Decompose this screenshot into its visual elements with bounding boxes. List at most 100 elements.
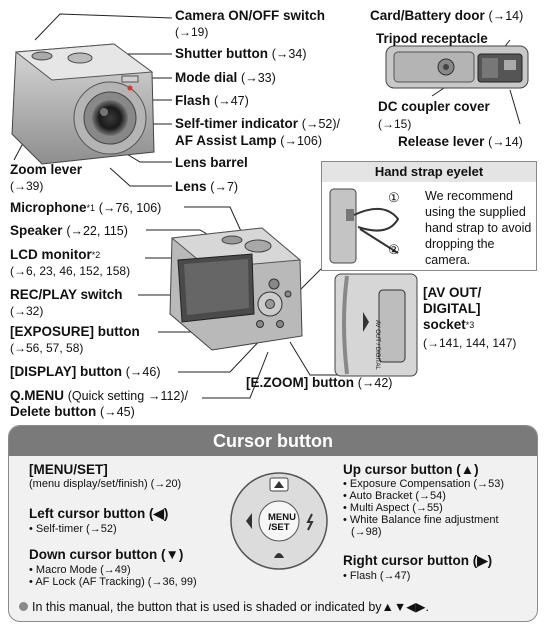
cursor-footnote: In this manual, the button that is used … [19, 599, 429, 614]
down-cursor-item-1: AF Lock (AF Tracking) (→36, 99) [35, 576, 197, 588]
qmenu-quick-setting: (Quick setting [67, 389, 145, 403]
av-out-socket-illustration: AV OUT / DIGITAL [333, 272, 419, 378]
card-battery-label: Card/Battery door [370, 8, 485, 23]
menu-set-button[interactable]: MENU /SET [268, 513, 296, 533]
dc-coupler-label: DC coupler cover [378, 99, 490, 114]
selftimer-label: Self-timer indicator [175, 116, 299, 131]
microphone-ref: (→76, 106) [98, 201, 162, 215]
speaker-label: Speaker [10, 223, 63, 238]
cursor-footnote-text: In this manual, the button that is used … [32, 600, 429, 614]
selftimer-ref: (→52)/ [301, 117, 340, 131]
delete-label: Delete button [10, 404, 97, 419]
release-lever-label: Release lever [398, 134, 485, 149]
dc-coupler-ref: (→15) [378, 117, 412, 131]
label-tripod: Tripod receptacle [376, 31, 488, 47]
label-qmenu: Q.MENU (Quick setting →112)/ [10, 388, 188, 404]
camera-bottom-illustration [384, 40, 532, 94]
label-camera-onoff: Camera ON/OFF switch [175, 8, 325, 24]
up-cursor-title: Up cursor button (▲) [343, 462, 479, 477]
hand-strap-box: Hand strap eyelet ① ② We recommend using… [321, 161, 537, 271]
strap-step-1: ① [388, 190, 400, 205]
menuset-sub: (menu display/set/finish) (→20) [29, 478, 182, 490]
display-label: [DISPLAY] button [10, 364, 122, 379]
label-lens-barrel: Lens barrel [175, 155, 248, 171]
qmenu-label: Q.MENU [10, 388, 64, 403]
right-cursor-title: Right cursor button (▶) [343, 553, 493, 568]
lcd-ref: (→6, 23, 46, 152, 158) [10, 264, 131, 278]
up-cursor-item: • White Balance fine adjustment [343, 514, 499, 526]
lcd-note: *2 [91, 250, 101, 260]
av-out-note: *3 [465, 320, 475, 330]
tripod-label: Tripod receptacle [376, 31, 488, 46]
label-speaker: Speaker (→22, 115) [10, 223, 128, 239]
exposure-label: [EXPOSURE] button [10, 324, 140, 339]
zoom-lever-label: Zoom lever [10, 162, 83, 177]
release-lever-ref: (→14) [488, 135, 523, 149]
camera-front-illustration [2, 30, 172, 170]
camera-onoff-label: Camera ON/OFF switch [175, 8, 326, 23]
up-cursor-item-1: Auto Bracket (→54) [349, 490, 446, 502]
lens-barrel-label: Lens barrel [175, 155, 248, 170]
cursor-panel-title: Cursor button [9, 426, 537, 456]
cursor-dial-illustration [230, 472, 328, 570]
ezoom-ref: (→42) [357, 376, 393, 390]
lens-ref: (→7) [210, 180, 239, 194]
av-out-line2: DIGITAL] [423, 301, 481, 316]
label-lcd: LCD monitor*2 [10, 247, 100, 263]
menu-set-label-2: /SET [268, 522, 290, 533]
mode-dial-label: Mode dial [175, 70, 238, 85]
down-cursor-title: Down cursor button (▼) [29, 547, 184, 562]
af-assist-label: AF Assist Lamp [175, 133, 277, 148]
label-av-out-socket: socket*3 [423, 317, 474, 333]
av-out-port-text: AV OUT / DIGITAL [374, 320, 380, 370]
lcd-label: LCD monitor [10, 247, 92, 262]
label-zoom-lever: Zoom lever [10, 162, 82, 178]
label-delete: Delete button (→45) [10, 404, 135, 420]
down-cursor-item: • AF Lock (AF Tracking) (→36, 99) [29, 576, 197, 588]
display-ref: (→46) [125, 365, 161, 379]
av-out-line3: socket [423, 317, 466, 332]
up-cursor-item: • Exposure Compensation (→53) [343, 478, 504, 490]
right-cursor-item: • Flash (→47) [343, 570, 411, 582]
label-flash: Flash (→47) [175, 93, 249, 109]
speaker-ref: (→22, 115) [66, 224, 128, 238]
label-ezoom: [E.ZOOM] button (→42) [246, 375, 392, 391]
card-battery-ref: (→14) [488, 9, 524, 23]
label-lens: Lens (→7) [175, 179, 238, 195]
av-out-ref: (→141, 144, 147) [423, 336, 517, 350]
label-af-assist: AF Assist Lamp (→106) [175, 133, 322, 149]
camera-onoff-ref: (→19) [175, 25, 209, 39]
shutter-ref: (→34) [271, 47, 307, 61]
down-cursor-item: • Macro Mode (→49) [29, 564, 131, 576]
label-card-battery: Card/Battery door (→14) [370, 8, 523, 24]
cursor-button-panel: Cursor button MENU /SET [MENU/SET] (menu… [8, 425, 538, 622]
label-selftimer: Self-timer indicator (→52)/ [175, 116, 340, 132]
af-assist-ref: (→106) [280, 134, 322, 148]
up-cursor-item-0: Exposure Compensation (→53) [349, 478, 504, 490]
up-cursor-item: • Multi Aspect (→55) [343, 502, 443, 514]
delete-ref: (→45) [100, 405, 135, 419]
menuset-title: [MENU/SET] [29, 462, 108, 477]
up-cursor-item-3: White Balance fine adjustment [349, 514, 499, 526]
hand-strap-title: Hand strap eyelet [322, 162, 536, 182]
recplay-ref: (→32) [10, 304, 44, 318]
ezoom-label: [E.ZOOM] button [246, 375, 354, 390]
label-release-lever: Release lever (→14) [398, 134, 523, 150]
label-recplay: REC/PLAY switch [10, 287, 123, 303]
strap-illustration [329, 188, 400, 264]
exposure-ref: (→56, 57, 58) [10, 341, 84, 355]
recplay-label: REC/PLAY switch [10, 287, 123, 302]
right-cursor-item-0: Flash (→47) [349, 570, 411, 582]
up-cursor-item-2: Multi Aspect (→55) [349, 502, 443, 514]
up-cursor-item: • Auto Bracket (→54) [343, 490, 446, 502]
menu-set-label-1: MENU [268, 512, 296, 523]
left-cursor-title: Left cursor button (◀) [29, 506, 169, 521]
left-cursor-item: • Self-timer (→52) [29, 523, 117, 535]
label-microphone: Microphone*1 (→76, 106) [10, 200, 161, 216]
camera-back-illustration [162, 218, 312, 358]
qmenu-ref: →112)/ [147, 389, 189, 403]
label-display: [DISPLAY] button (→46) [10, 364, 161, 380]
lens-label: Lens [175, 179, 207, 194]
up-cursor-item-cont: (→98) [351, 526, 382, 538]
zoom-lever-ref: (→39) [10, 179, 44, 193]
